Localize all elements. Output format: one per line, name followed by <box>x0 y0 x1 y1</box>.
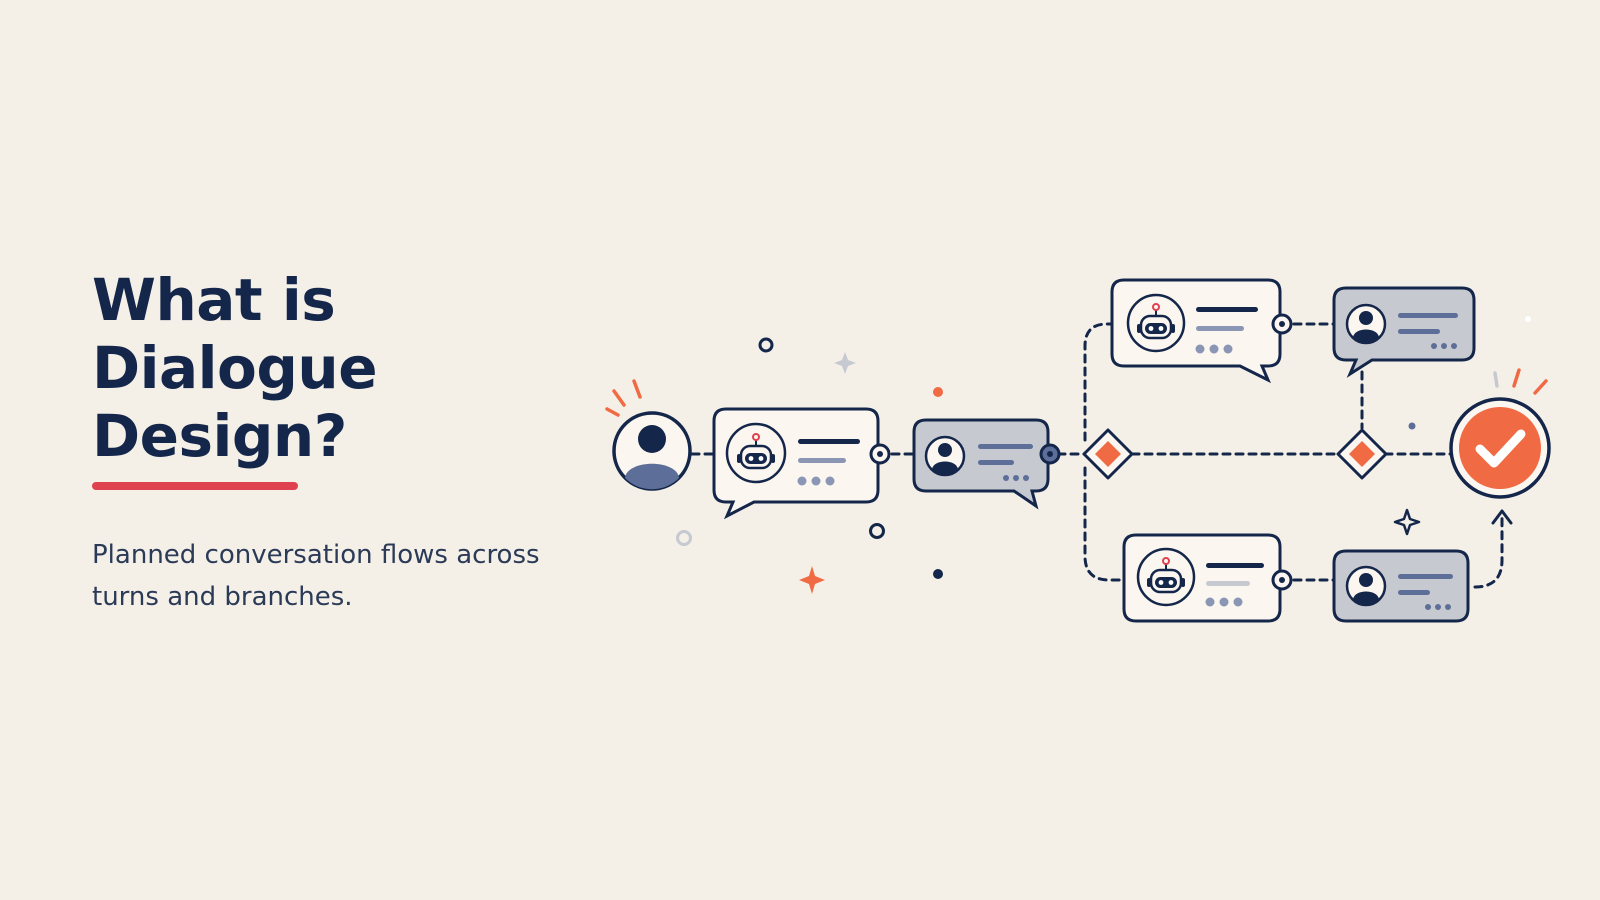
title-line-2: Dialogue <box>92 334 378 402</box>
connector-decision-lower <box>1083 466 1128 582</box>
sparkle-icon <box>834 352 856 374</box>
connector-lower-user-end <box>1473 515 1504 589</box>
bot-message-bubble-1 <box>712 407 880 520</box>
dot-decoration <box>933 387 943 397</box>
page-title: What is Dialogue Design? <box>92 266 612 470</box>
user-icon <box>1345 565 1387 607</box>
ring-decoration <box>758 337 774 353</box>
check-circle-icon <box>1449 397 1551 499</box>
ring-decoration <box>676 530 692 546</box>
arrow-head-icon <box>1491 509 1513 525</box>
decision-diamond-icon <box>1336 428 1388 480</box>
user-message-bubble-1 <box>912 418 1050 510</box>
connector-decision-upper <box>1083 322 1116 442</box>
connector-node <box>1271 313 1293 335</box>
user-icon <box>1345 303 1387 345</box>
sparkle-icon <box>1393 508 1421 536</box>
connector-node <box>1039 443 1061 465</box>
decorations <box>676 316 1531 594</box>
dot-decoration <box>1408 422 1416 430</box>
bot-message-bubble-lower <box>1122 533 1282 623</box>
connector-node <box>1271 569 1293 591</box>
flow-connectors <box>690 322 1504 589</box>
title-underline <box>92 482 298 490</box>
title-block: What is Dialogue Design? Planned convers… <box>92 266 612 618</box>
user-icon <box>924 435 966 477</box>
title-line-3: Design? <box>92 402 347 470</box>
subtitle-line-1: Planned conversation flows across <box>92 540 540 570</box>
bot-message-bubble-upper <box>1110 278 1282 384</box>
sparkle-lines-icon <box>1493 368 1548 395</box>
dot-decoration <box>1525 316 1531 322</box>
ring-decoration <box>869 523 885 539</box>
user-message-bubble-upper <box>1332 286 1476 378</box>
dot-decoration <box>933 569 943 579</box>
sparkle-icon <box>799 566 825 594</box>
title-line-1: What is <box>92 266 336 334</box>
sparkle-lines-icon <box>605 379 642 417</box>
start-user-avatar-icon <box>612 411 692 491</box>
connector-node <box>869 443 891 465</box>
decision-diamond-icon <box>1082 428 1134 480</box>
subtitle-line-2: turns and branches. <box>92 582 353 612</box>
subtitle: Planned conversation flows across turns … <box>92 534 562 618</box>
user-message-bubble-lower <box>1332 549 1470 623</box>
